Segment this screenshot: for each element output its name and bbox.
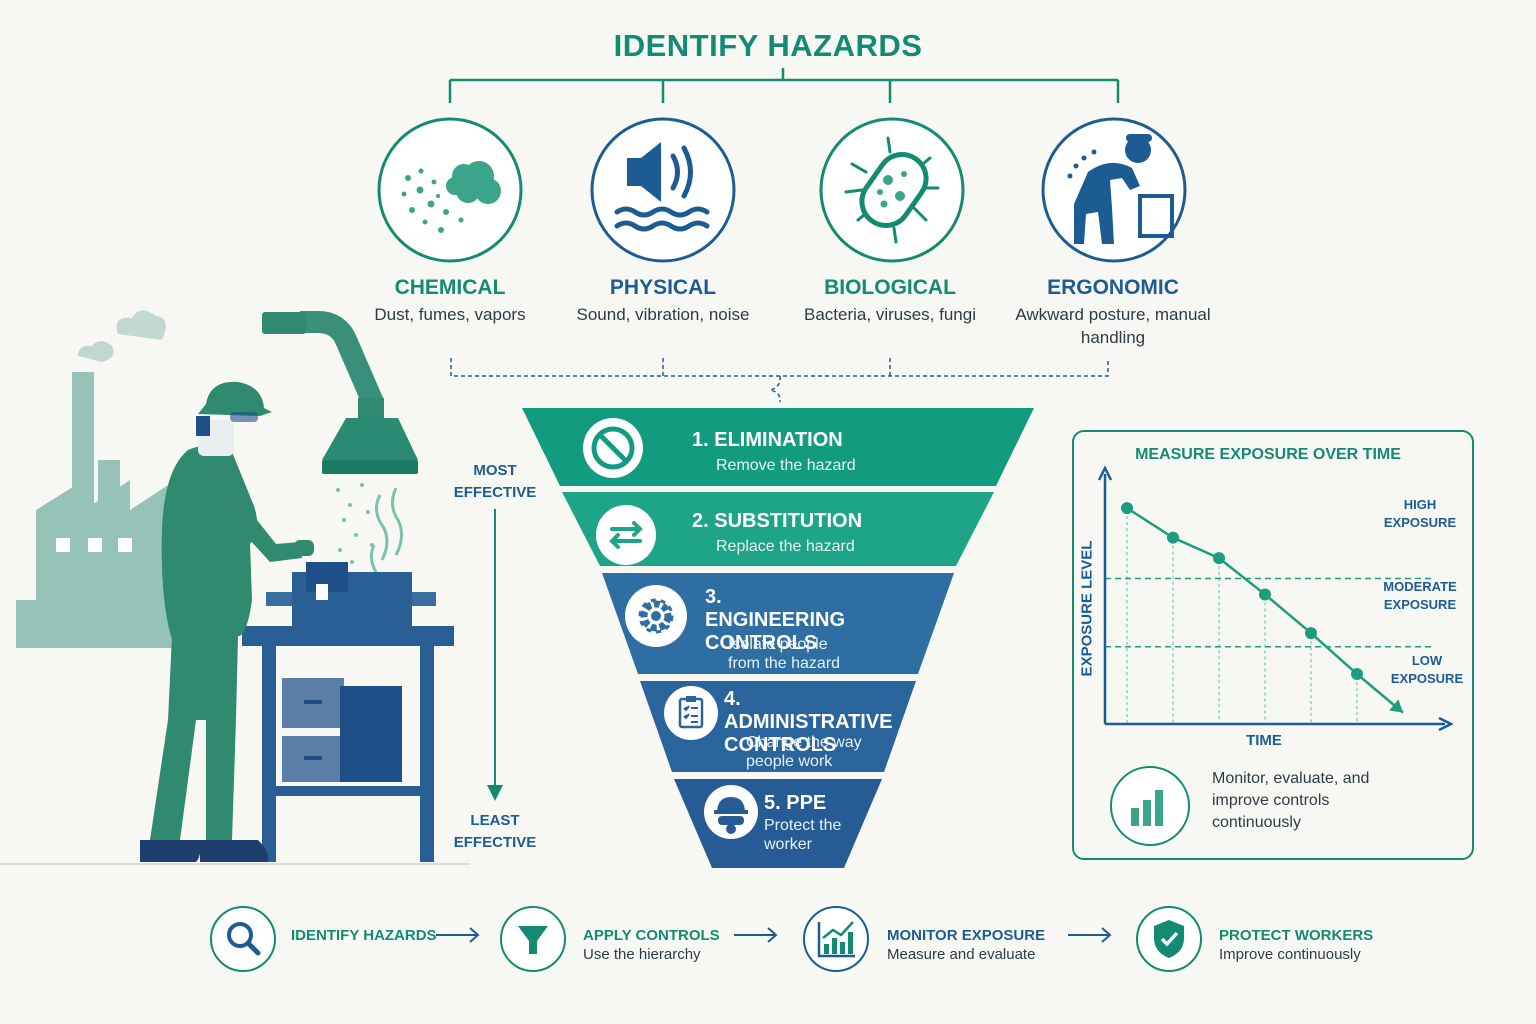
zone-low-label: LOW EXPOSURE — [1390, 653, 1464, 686]
exposure-panel — [1072, 430, 1474, 860]
zone-moderate-label: MODERATE EXPOSURE — [1383, 579, 1457, 612]
step-apply-sub: Use the hierarchy — [583, 946, 701, 963]
swap-arrows-icon — [596, 505, 656, 565]
level-administrative-title: 4. ADMINISTRATIVE CONTROLS — [724, 688, 893, 756]
hazard-desc-physical: Sound, vibration, noise — [576, 305, 750, 324]
data-point — [1167, 531, 1179, 544]
x-axis-arrow — [1438, 716, 1454, 732]
hazard-desc-chemical: Dust, fumes, vapors — [374, 305, 526, 324]
hazard-label-ergonomic: ERGONOMIC — [1047, 276, 1179, 299]
hazard-desc-biological: Bacteria, viruses, fungi — [804, 305, 976, 324]
level-engineering-title: 3. ENGINEERING CONTROLS — [705, 586, 846, 654]
arrow-right-icon — [1068, 927, 1112, 943]
data-point — [1259, 588, 1271, 601]
step-apply-title: APPLY CONTROLS — [583, 927, 720, 944]
hazard-label-chemical: CHEMICAL — [394, 276, 506, 299]
level-elimination-title: 1. ELIMINATION — [692, 429, 843, 451]
shield-check-icon — [1136, 906, 1202, 972]
hazard-label-physical: PHYSICAL — [609, 276, 717, 299]
level-administrative-desc: Change the way people work — [746, 734, 862, 770]
bar-chart-icon — [1110, 766, 1190, 846]
monitor-text: Monitor, evaluate, and improve controls … — [1212, 770, 1370, 831]
level-ppe-desc: Protect the worker — [764, 817, 842, 853]
x-axis-label: TIME — [1246, 732, 1282, 749]
data-point — [1351, 668, 1363, 680]
level-ppe-title: 5. PPE — [764, 792, 827, 814]
level-elimination-desc: Remove the hazard — [716, 457, 856, 474]
arrow-right-icon — [436, 927, 480, 943]
hazard-desc-ergonomic: Awkward posture, manual handling — [1015, 305, 1211, 347]
data-point — [1305, 627, 1317, 640]
bacteria-icon — [819, 117, 965, 263]
step-monitor-title: MONITOR EXPOSURE — [887, 927, 1046, 944]
effectiveness-arrow — [487, 509, 503, 801]
y-axis-arrow — [1097, 465, 1113, 481]
step-identify-title: IDENTIFY HAZARDS — [291, 927, 437, 944]
level-substitution-desc: Replace the hazard — [716, 538, 855, 555]
level-engineering-desc: Isolate people from the hazard — [728, 636, 841, 672]
funnel-icon — [500, 906, 566, 972]
lifting-worker-icon — [1041, 117, 1187, 263]
step-protect-title: PROTECT WORKERS — [1219, 927, 1374, 944]
step-protect-sub: Improve continuously — [1219, 946, 1361, 963]
arrow-right-icon — [734, 927, 778, 943]
hardhat-goggles-icon — [704, 785, 758, 839]
worker-illustration — [0, 310, 470, 865]
speaker-waves-icon — [590, 117, 736, 263]
gear-icon — [625, 585, 687, 647]
most-effective-label: MOST EFFECTIVE — [453, 462, 537, 501]
level-substitution-title: 2. SUBSTITUTION — [692, 510, 863, 532]
prohibited-icon — [583, 418, 643, 478]
chart-title: MEASURE EXPOSURE OVER TIME — [1135, 446, 1401, 463]
cloud-particles-icon — [377, 117, 523, 263]
y-axis-label: EXPOSURE LEVEL — [1078, 540, 1096, 677]
zone-high-label: HIGH EXPOSURE — [1383, 497, 1457, 530]
magnifier-icon — [210, 906, 276, 972]
clipboard-checklist-icon — [664, 686, 718, 740]
hazard-label-biological: BIOLOGICAL — [824, 276, 956, 299]
least-effective-label: LEAST EFFECTIVE — [453, 812, 537, 851]
step-monitor-sub: Measure and evaluate — [887, 946, 1036, 963]
data-point — [1213, 552, 1225, 565]
exposure-chart — [1097, 465, 1454, 732]
page-title: IDENTIFY HAZARDS — [613, 28, 923, 63]
data-point — [1121, 502, 1133, 515]
trend-chart-icon — [803, 906, 869, 972]
trend-arrowhead — [1389, 699, 1403, 713]
